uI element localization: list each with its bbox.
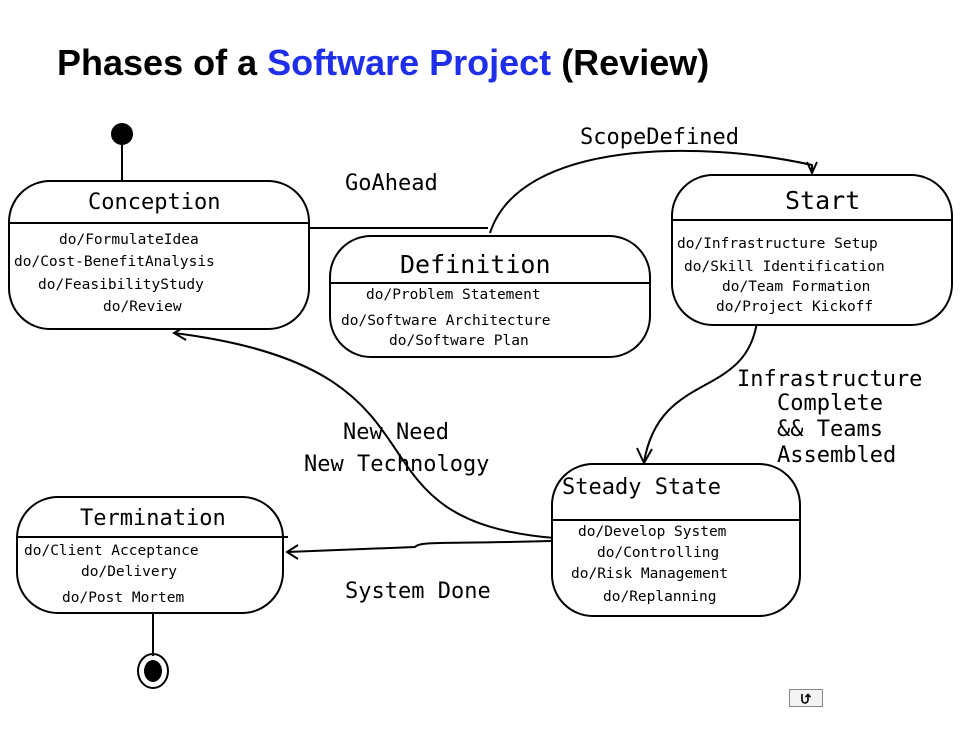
state-start-divider bbox=[673, 219, 951, 221]
page-title: Phases of a Software Project (Review) bbox=[57, 42, 709, 84]
state-steady-state-activity: do/Controlling bbox=[597, 545, 720, 561]
title-prefix: Phases of a bbox=[57, 42, 268, 83]
final-state-dot bbox=[144, 660, 162, 682]
state-definition-name: Definition bbox=[400, 250, 551, 279]
state-definition-activity: do/Software Architecture bbox=[341, 313, 551, 329]
return-arrow-icon bbox=[801, 693, 812, 704]
transition-label-assembled: Assembled bbox=[777, 443, 897, 468]
state-start-name: Start bbox=[785, 186, 861, 215]
state-termination-activity: do/Delivery bbox=[81, 564, 178, 580]
state-steady-state-activity: do/Risk Management bbox=[571, 566, 729, 582]
title-accent: Software Project bbox=[267, 42, 552, 83]
state-steady-state-activity: do/Replanning bbox=[603, 589, 717, 605]
state-start bbox=[671, 174, 953, 326]
state-definition-divider bbox=[331, 282, 649, 284]
state-start-activity: do/Infrastructure Setup bbox=[677, 236, 878, 252]
system-done-arrow bbox=[286, 540, 552, 553]
scopedefined-arrowhead bbox=[806, 161, 818, 176]
return-button[interactable] bbox=[789, 689, 823, 707]
transition-label-complete: Complete bbox=[777, 391, 883, 416]
state-termination bbox=[16, 496, 284, 614]
state-termination-activity: do/Post Mortem bbox=[62, 590, 185, 606]
state-start-activity: do/Project Kickoff bbox=[716, 299, 874, 315]
state-conception-activity: do/Cost-BenefitAnalysis bbox=[14, 254, 215, 270]
state-conception-activity: do/Review bbox=[103, 299, 182, 315]
state-definition-activity: do/Problem Statement bbox=[366, 287, 541, 303]
transition-label-goahead: GoAhead bbox=[345, 171, 438, 196]
state-steady-state-name: Steady State bbox=[562, 475, 721, 500]
state-conception bbox=[8, 180, 310, 330]
final-state-icon bbox=[137, 653, 169, 689]
transition-label-infrastructure: Infrastructure bbox=[737, 367, 923, 392]
state-termination-name: Termination bbox=[80, 506, 226, 531]
state-definition-activity: do/Software Plan bbox=[389, 333, 529, 349]
state-termination-divider bbox=[18, 536, 288, 538]
state-start-activity: do/Team Formation bbox=[722, 279, 871, 295]
state-conception-activity: do/FeasibilityStudy bbox=[38, 277, 204, 293]
transition-label-new-need: New Need bbox=[343, 420, 449, 445]
transition-label-system-done: System Done bbox=[345, 579, 491, 604]
title-suffix: (Review) bbox=[551, 42, 710, 83]
state-termination-activity: do/Client Acceptance bbox=[24, 543, 199, 559]
new-need-arrow bbox=[173, 332, 556, 539]
state-start-activity: do/Skill Identification bbox=[684, 259, 885, 275]
state-conception-activity: do/FormulateIdea bbox=[59, 232, 199, 248]
state-steady-state-divider bbox=[553, 519, 799, 521]
state-definition bbox=[329, 235, 651, 358]
initial-state-icon bbox=[111, 123, 133, 145]
system-done-arrowhead bbox=[285, 544, 299, 560]
state-steady-state-activity: do/Develop System bbox=[578, 524, 727, 540]
transition-label-scopedefined: ScopeDefined bbox=[580, 125, 739, 150]
state-steady-state bbox=[551, 463, 801, 617]
state-conception-name: Conception bbox=[88, 190, 221, 215]
state-conception-divider bbox=[10, 222, 308, 224]
scopedefined-arrow bbox=[489, 149, 813, 234]
transition-label-teams: && Teams bbox=[777, 417, 883, 442]
transition-label-new-technology: New Technology bbox=[304, 452, 490, 477]
infrastructure-arrow bbox=[643, 321, 758, 463]
